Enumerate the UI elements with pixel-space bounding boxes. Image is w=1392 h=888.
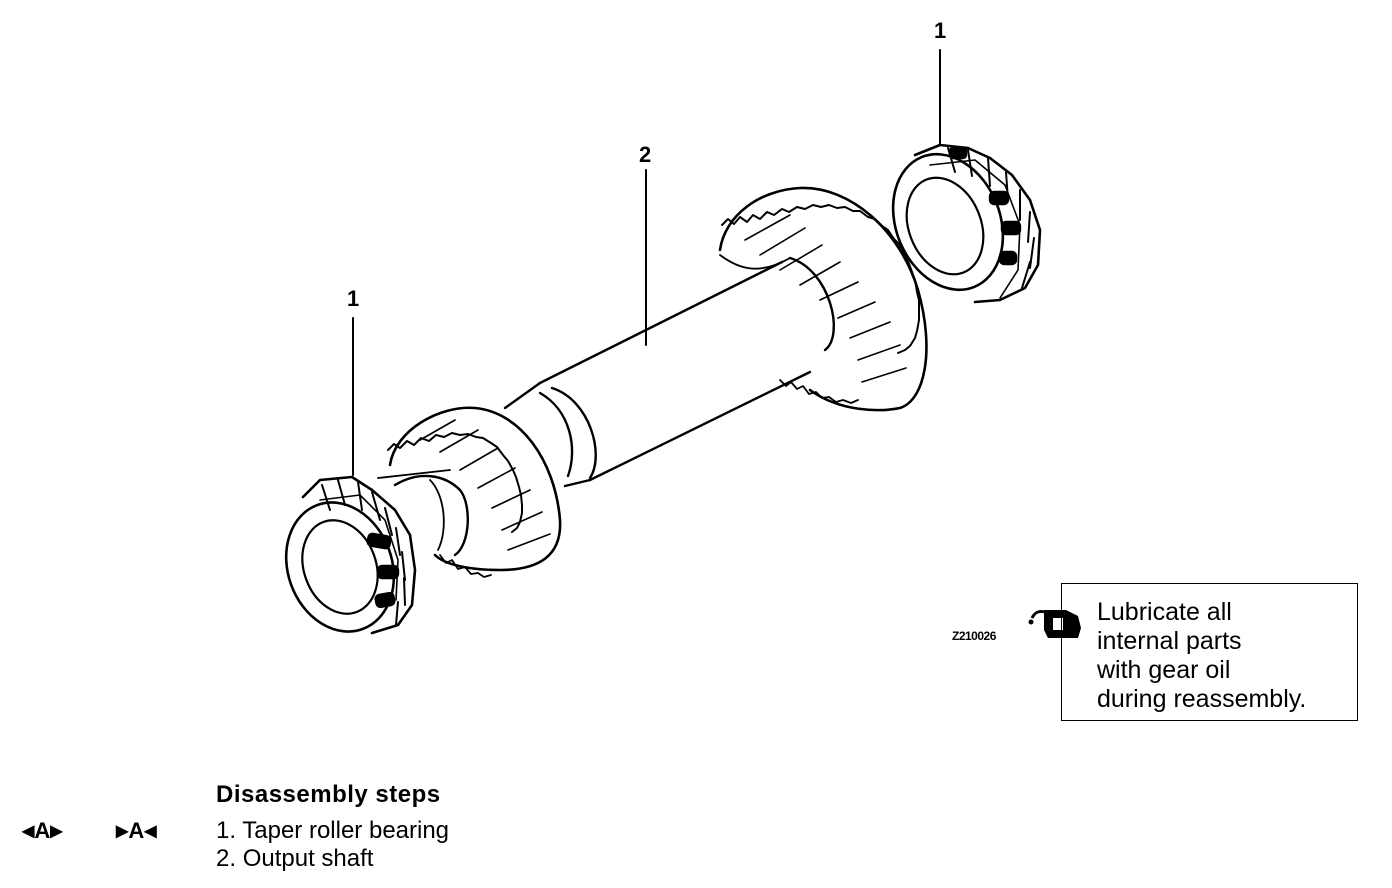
- installation-service-point-symbol: ▶A◀: [116, 818, 157, 845]
- figure-code: Z210026: [952, 629, 996, 643]
- lubrication-line: during reassembly.: [1097, 685, 1307, 713]
- callout-upper-bearing: 1: [934, 18, 947, 43]
- step-number: 1.: [216, 817, 237, 844]
- triangle-right-icon: ▶: [50, 823, 63, 840]
- removal-service-point-symbol: ◀A▶: [22, 818, 63, 845]
- upper-taper-bearing: [891, 143, 1042, 304]
- step-text: Taper roller bearing: [242, 817, 450, 844]
- large-gear: [718, 186, 928, 412]
- lubrication-note-text: Lubricate all internal parts with gear o…: [1097, 598, 1306, 714]
- lubrication-line: Lubricate all: [1097, 598, 1232, 626]
- oil-can-icon: [1028, 610, 1081, 638]
- disassembly-steps-heading: Disassembly steps: [216, 781, 441, 808]
- step-number: 2.: [216, 845, 237, 872]
- disassembly-step: 1. Taper roller bearing: [216, 817, 449, 845]
- output-shaft: [377, 186, 928, 578]
- callout-lower-bearing: 1: [347, 286, 360, 311]
- triangle-right-icon: ▶: [116, 823, 129, 840]
- service-point-letter: A: [34, 818, 51, 843]
- small-gear: [387, 406, 562, 578]
- triangle-left-icon: ◀: [22, 823, 35, 840]
- service-point-letter: A: [128, 818, 145, 843]
- lubrication-line: internal parts: [1097, 627, 1242, 655]
- disassembly-step: 2. Output shaft: [216, 845, 373, 873]
- lubrication-note: Lubricate all internal parts with gear o…: [1061, 583, 1358, 721]
- triangle-left-icon: ◀: [144, 823, 157, 840]
- lower-taper-bearing: [284, 475, 417, 635]
- callout-shaft: 2: [639, 142, 652, 167]
- lubrication-line: with gear oil: [1097, 656, 1231, 684]
- step-text: Output shaft: [242, 845, 374, 872]
